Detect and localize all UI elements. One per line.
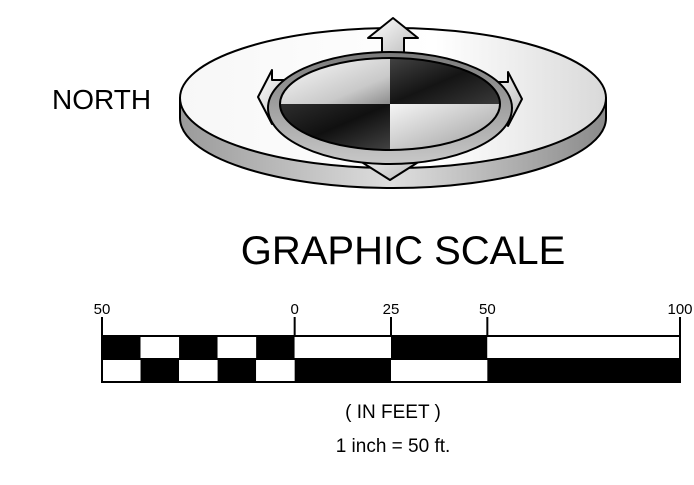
scale-segment-top [294,336,391,359]
scale-subdivision-bottom [140,359,180,382]
ratio-label: 1 inch = 50 ft. [336,436,451,457]
scale-bar [101,317,681,383]
scale-segment-top [391,336,488,359]
units-label: ( IN FEET ) [345,402,441,423]
north-label: NORTH [52,84,151,115]
scale-subdivision-bottom [179,359,218,382]
scale-segment-bottom [391,359,488,382]
scale-title: GRAPHIC SCALE [241,229,566,273]
scale-subdivision-top [217,336,257,359]
scale-subdivision-top [256,336,295,359]
scale-segment-top [487,336,680,359]
scale-tick-label: 50 [94,301,111,318]
scale-subdivision-top [179,336,218,359]
compass-rose-icon [179,17,607,189]
scale-subdivision-bottom [256,359,295,382]
scale-tick-label: 25 [383,301,400,318]
scale-subdivision-top [102,336,141,359]
scale-subdivision-bottom [217,359,257,382]
scale-tick-labels: 50 0 25 50 100 [94,301,693,318]
scale-segment-bottom [487,359,680,382]
scale-tick-label: 100 [667,301,692,318]
scale-segment-bottom [294,359,391,382]
scale-subdivision-bottom [102,359,141,382]
scale-tick-label: 50 [479,301,496,318]
scale-tick-label: 0 [290,301,298,318]
scale-subdivision-top [140,336,180,359]
